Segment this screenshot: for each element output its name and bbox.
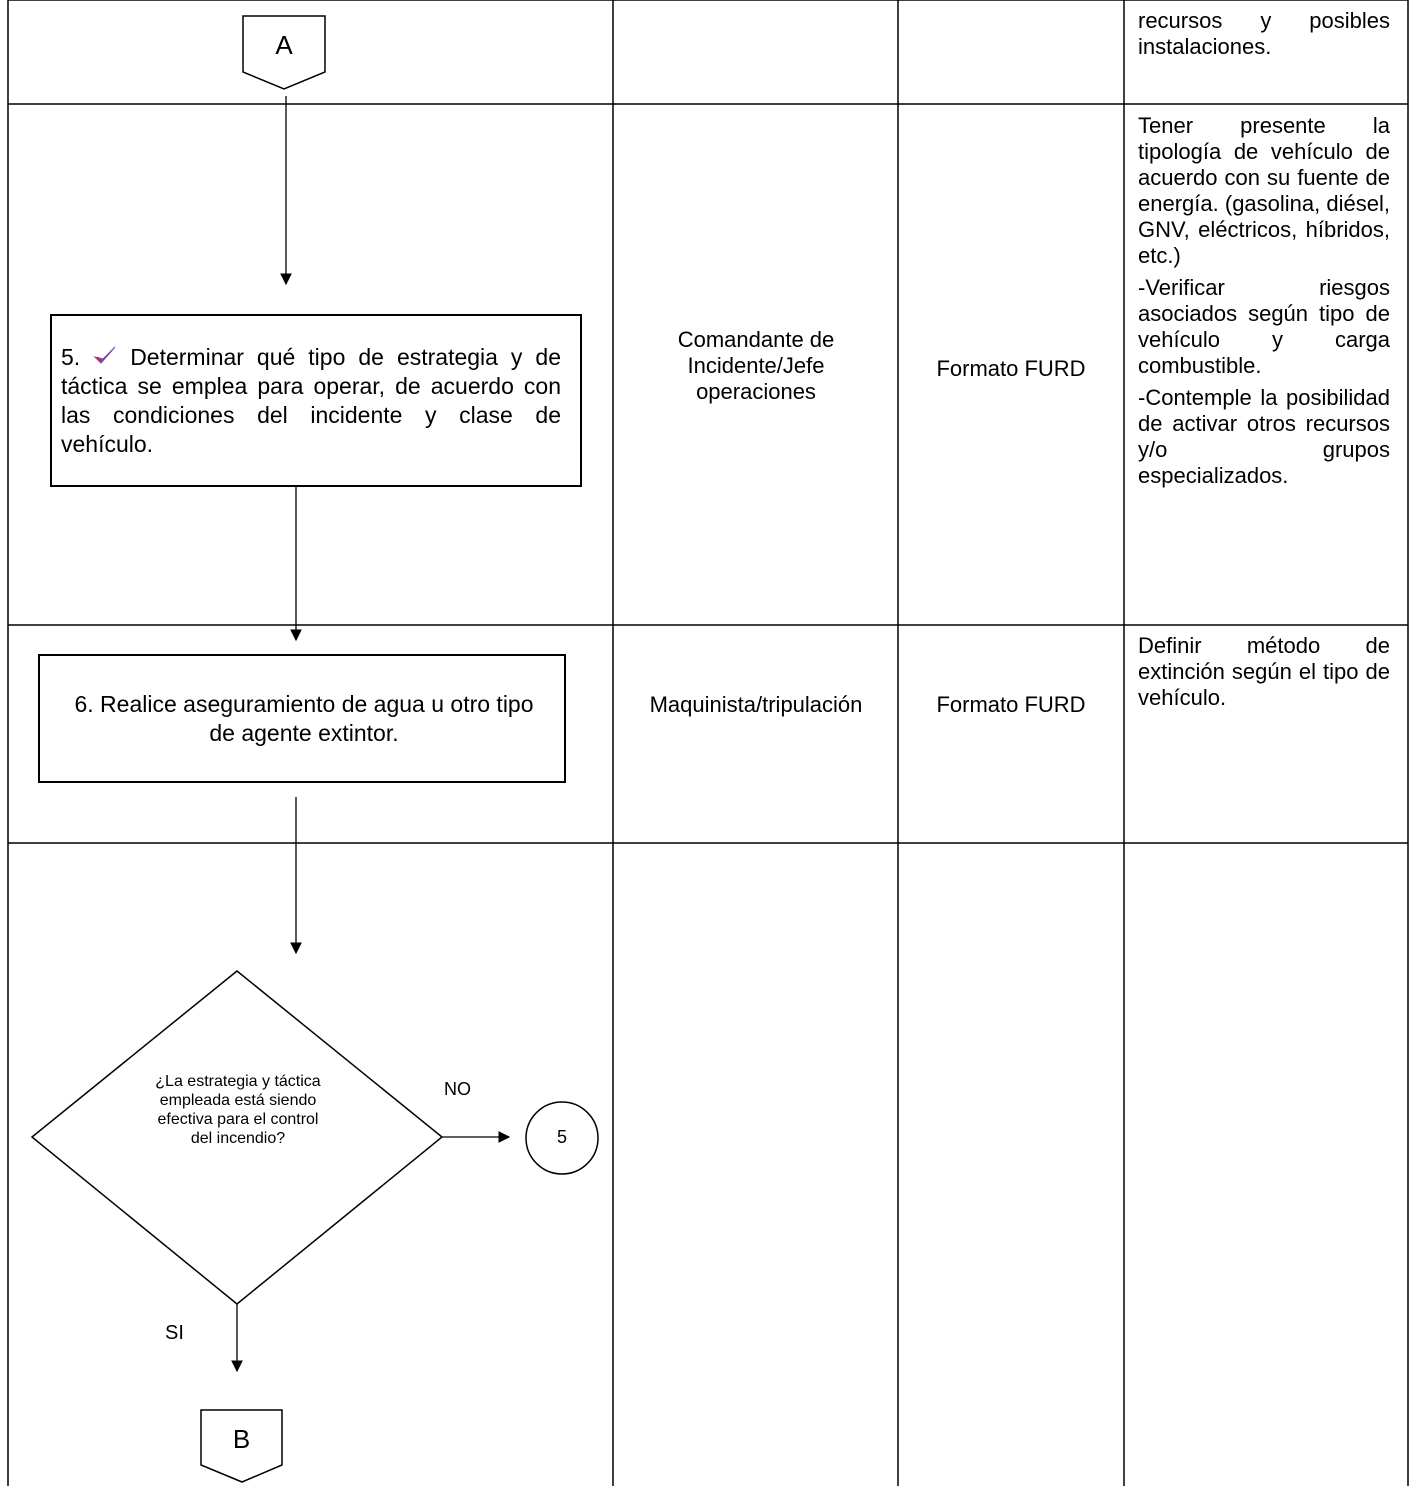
step5-observation-2: -Verificar riesgos asociados según tipo … <box>1138 275 1390 378</box>
step5-observations: Tener presente la tipología de vehículo … <box>1138 113 1390 495</box>
table-grid <box>7 0 1409 1486</box>
connector-a-label: A <box>275 30 293 60</box>
step6-record: Formato FURD <box>936 692 1086 717</box>
connector-b-shape <box>200 1409 283 1483</box>
decision-no-label: NO <box>444 1079 471 1099</box>
step5-observation-1: Tener presente la tipología de vehículo … <box>1138 113 1390 268</box>
step5-text: 5. Determinar qué tipo de estrategia y d… <box>61 343 561 459</box>
step6-box <box>38 654 566 783</box>
connector-a-shape <box>242 15 326 90</box>
row-top-observations: recursos y posibles instalaciones. <box>1138 8 1390 59</box>
decision-question: ¿La estrategia y táctica empleada está s… <box>155 1073 321 1147</box>
connector-5-label: 5 <box>556 1127 567 1147</box>
step6-responsible: Maquinista/tripulación <box>649 692 863 717</box>
connector-5-circle <box>525 1101 599 1175</box>
step5-record: Formato FURD <box>936 356 1086 381</box>
step5-responsible: Comandante de Incidente/Jefe operaciones <box>677 327 835 404</box>
step6-text: 6. Realice aseguramiento de agua u otro … <box>74 691 534 746</box>
step5-observation-3: -Contemple la posibilidad de activar otr… <box>1138 385 1390 488</box>
step5-description: Determinar qué tipo de estrategia y de t… <box>61 344 562 457</box>
decision-yes-label: SI <box>165 1322 184 1344</box>
step6-observations: Definir método de extinción según el tip… <box>1138 633 1390 710</box>
step5-box <box>50 314 582 487</box>
step5-number: 5. <box>61 344 81 370</box>
checkmark-icon <box>93 346 116 364</box>
connector-b-label: B <box>232 1424 251 1454</box>
